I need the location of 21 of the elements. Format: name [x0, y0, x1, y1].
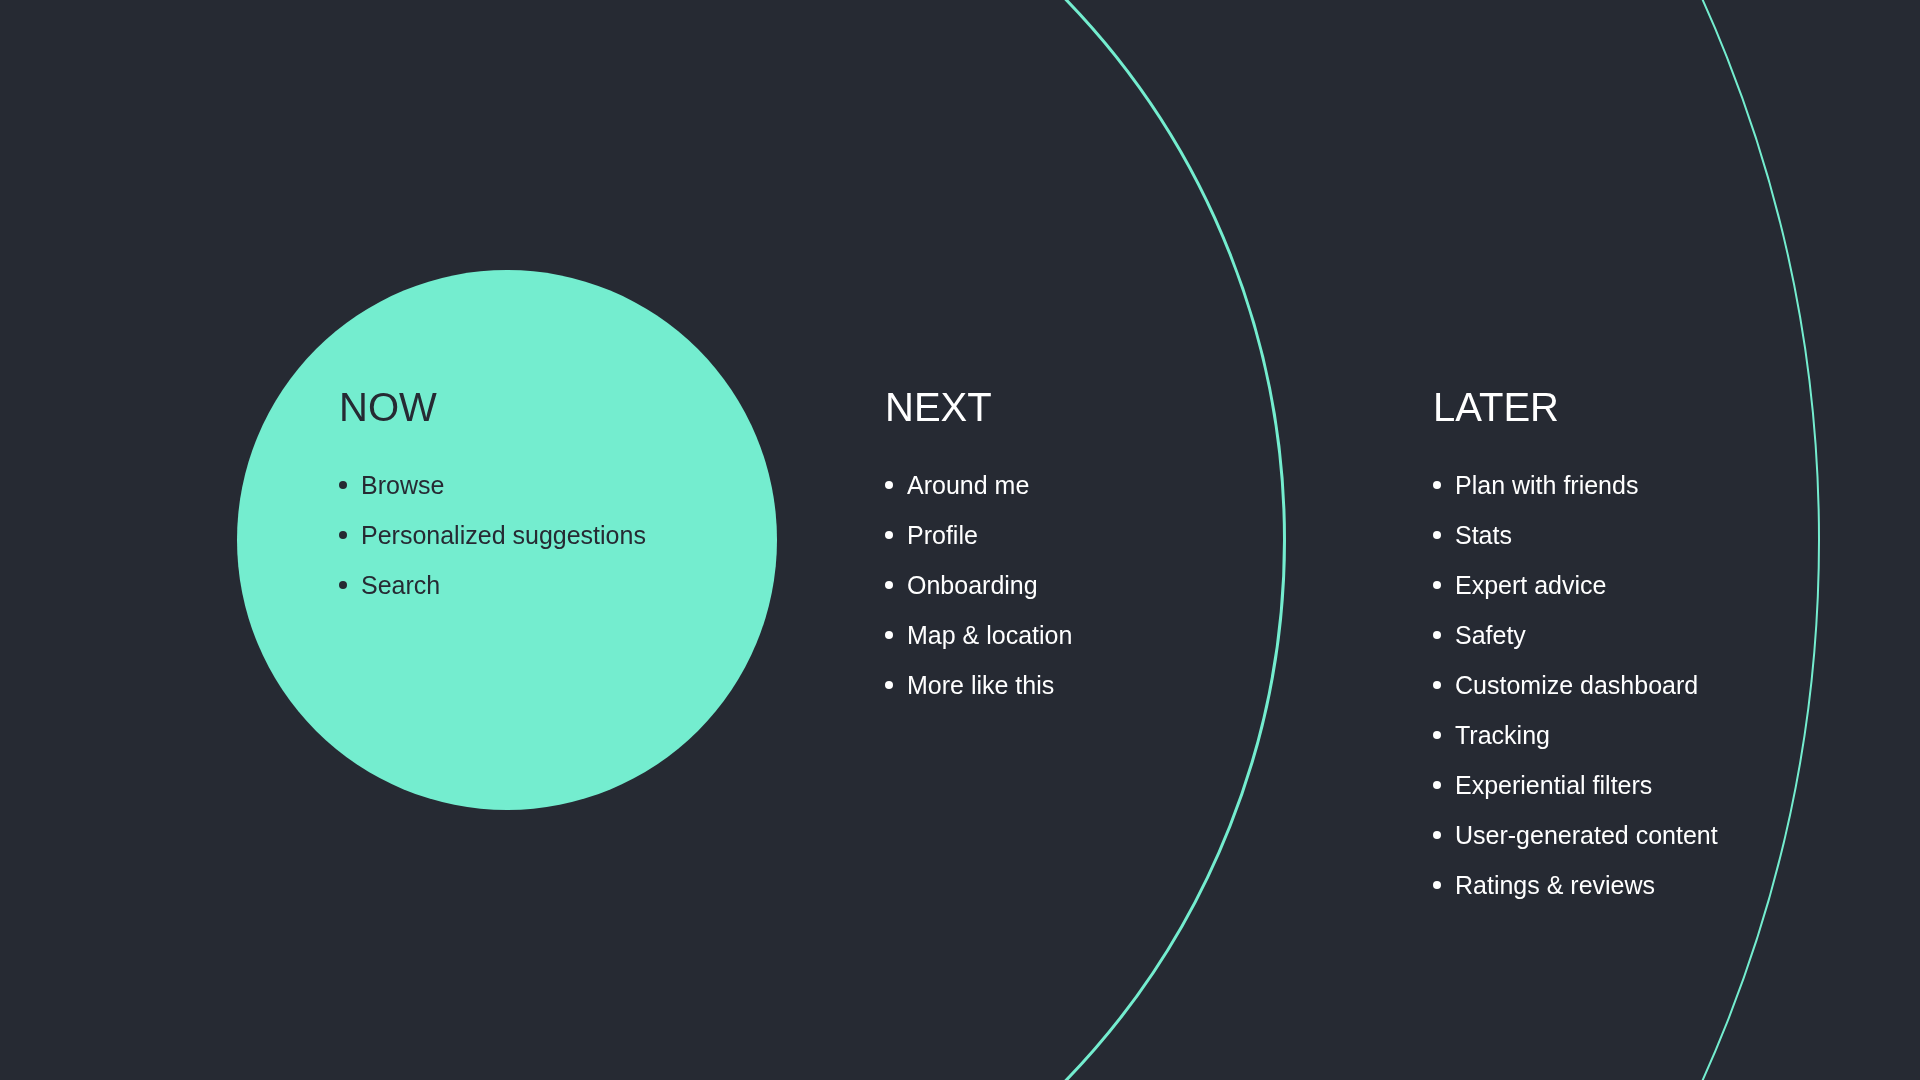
list-item: Browse	[361, 470, 445, 501]
list-item: Stats	[1455, 520, 1512, 551]
list-item: User-generated content	[1455, 820, 1718, 851]
list-item: Ratings & reviews	[1455, 870, 1656, 901]
list-item: Expert advice	[1455, 570, 1607, 601]
phase-heading: NEXT	[885, 385, 992, 430]
list-item: Onboarding	[907, 570, 1038, 601]
list-item: Plan with friends	[1455, 470, 1639, 501]
list-item: Map & location	[907, 620, 1073, 651]
list-item: Tracking	[1455, 720, 1550, 751]
list-item: Search	[361, 570, 441, 601]
list-item: Experiential filters	[1455, 770, 1653, 801]
list-item: Profile	[907, 520, 978, 551]
phase-heading: LATER	[1433, 385, 1559, 430]
phase-heading: NOW	[339, 385, 437, 430]
phase-circle	[237, 270, 779, 810]
list-item: More like this	[907, 670, 1055, 701]
list-item: Customize dashboard	[1455, 670, 1699, 701]
list-item: Personalized suggestions	[361, 520, 646, 551]
list-item: Around me	[907, 470, 1030, 501]
list-item: Safety	[1455, 620, 1526, 651]
